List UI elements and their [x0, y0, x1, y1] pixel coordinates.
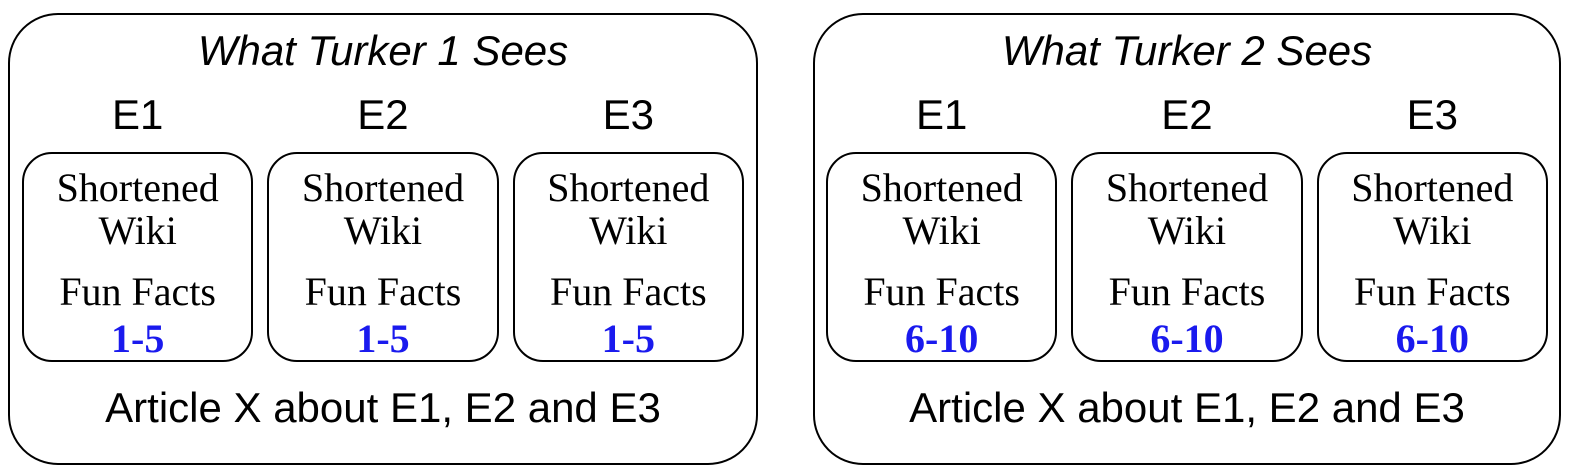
entity-label-e1: E1 — [915, 91, 968, 138]
card-facts-label: Fun Facts — [549, 269, 707, 314]
card-range-label: 6-10 — [1395, 316, 1469, 361]
turker-1-panel: What Turker 1 Sees E1 E2 E3 Shortened Wi… — [8, 13, 758, 465]
card-source-line2: Wiki — [589, 208, 668, 253]
card-range-label: 1-5 — [111, 316, 165, 361]
card-source-line2: Wiki — [1147, 208, 1227, 253]
panel-footer: Article X about E1, E2 and E3 — [909, 384, 1465, 431]
card-source-line1: Shortened — [1351, 165, 1514, 210]
turker-2-panel: What Turker 2 Sees E1 E2 E3 Shortened Wi… — [813, 13, 1561, 465]
entity-label-e2: E2 — [1161, 91, 1213, 138]
panel-footer: Article X about E1, E2 and E3 — [105, 384, 661, 431]
card-source-label: Shortened Wiki — [302, 166, 464, 252]
card-range-label: 1-5 — [356, 316, 410, 361]
panel-title: What Turker 2 Sees — [1001, 27, 1373, 74]
entity-label-row: E1 E2 E3 — [826, 93, 1548, 137]
fun-facts-card-e1: Shortened Wiki Fun Facts 6-10 — [826, 152, 1058, 362]
cards-row: Shortened Wiki Fun Facts 1-5 Shortened W… — [22, 152, 744, 362]
card-facts-label: Fun Facts — [59, 269, 216, 314]
card-range-label: 6-10 — [905, 316, 979, 361]
card-source-label: Shortened Wiki — [861, 166, 1023, 252]
card-source-line2: Wiki — [98, 208, 177, 253]
entity-label-row: E1 E2 E3 — [22, 93, 744, 137]
card-source-label: Shortened Wiki — [1351, 166, 1513, 252]
card-source-line1: Shortened — [56, 165, 219, 210]
card-facts-label: Fun Facts — [1353, 269, 1511, 314]
card-source-line2: Wiki — [1393, 208, 1472, 253]
fun-facts-card-e3: Shortened Wiki Fun Facts 1-5 — [512, 152, 744, 362]
fun-facts-card-e2: Shortened Wiki Fun Facts 1-5 — [267, 152, 499, 362]
card-source-label: Shortened Wiki — [57, 166, 219, 252]
panel-title: What Turker 1 Sees — [197, 27, 569, 74]
card-source-line1: Shortened — [301, 165, 465, 210]
entity-label-e3: E3 — [602, 91, 654, 138]
card-facts-label: Fun Facts — [304, 269, 462, 314]
card-source-label: Shortened Wiki — [1106, 166, 1268, 252]
card-source-line2: Wiki — [343, 208, 423, 253]
card-facts-label: Fun Facts — [863, 269, 1020, 314]
card-source-label: Shortened Wiki — [547, 166, 709, 252]
card-facts-label: Fun Facts — [1108, 269, 1266, 314]
fun-facts-card-e3: Shortened Wiki Fun Facts 6-10 — [1316, 152, 1548, 362]
card-range-label: 6-10 — [1150, 316, 1224, 361]
card-source-line1: Shortened — [1105, 165, 1269, 210]
card-source-line1: Shortened — [547, 165, 710, 210]
card-range-label: 1-5 — [601, 316, 655, 361]
card-source-line2: Wiki — [902, 208, 981, 253]
fun-facts-card-e2: Shortened Wiki Fun Facts 6-10 — [1071, 152, 1303, 362]
entity-label-e1: E1 — [111, 91, 164, 138]
fun-facts-card-e1: Shortened Wiki Fun Facts 1-5 — [22, 152, 254, 362]
cards-row: Shortened Wiki Fun Facts 6-10 Shortened … — [826, 152, 1548, 362]
entity-label-e3: E3 — [1406, 91, 1458, 138]
card-source-line1: Shortened — [860, 165, 1023, 210]
entity-label-e2: E2 — [357, 91, 409, 138]
